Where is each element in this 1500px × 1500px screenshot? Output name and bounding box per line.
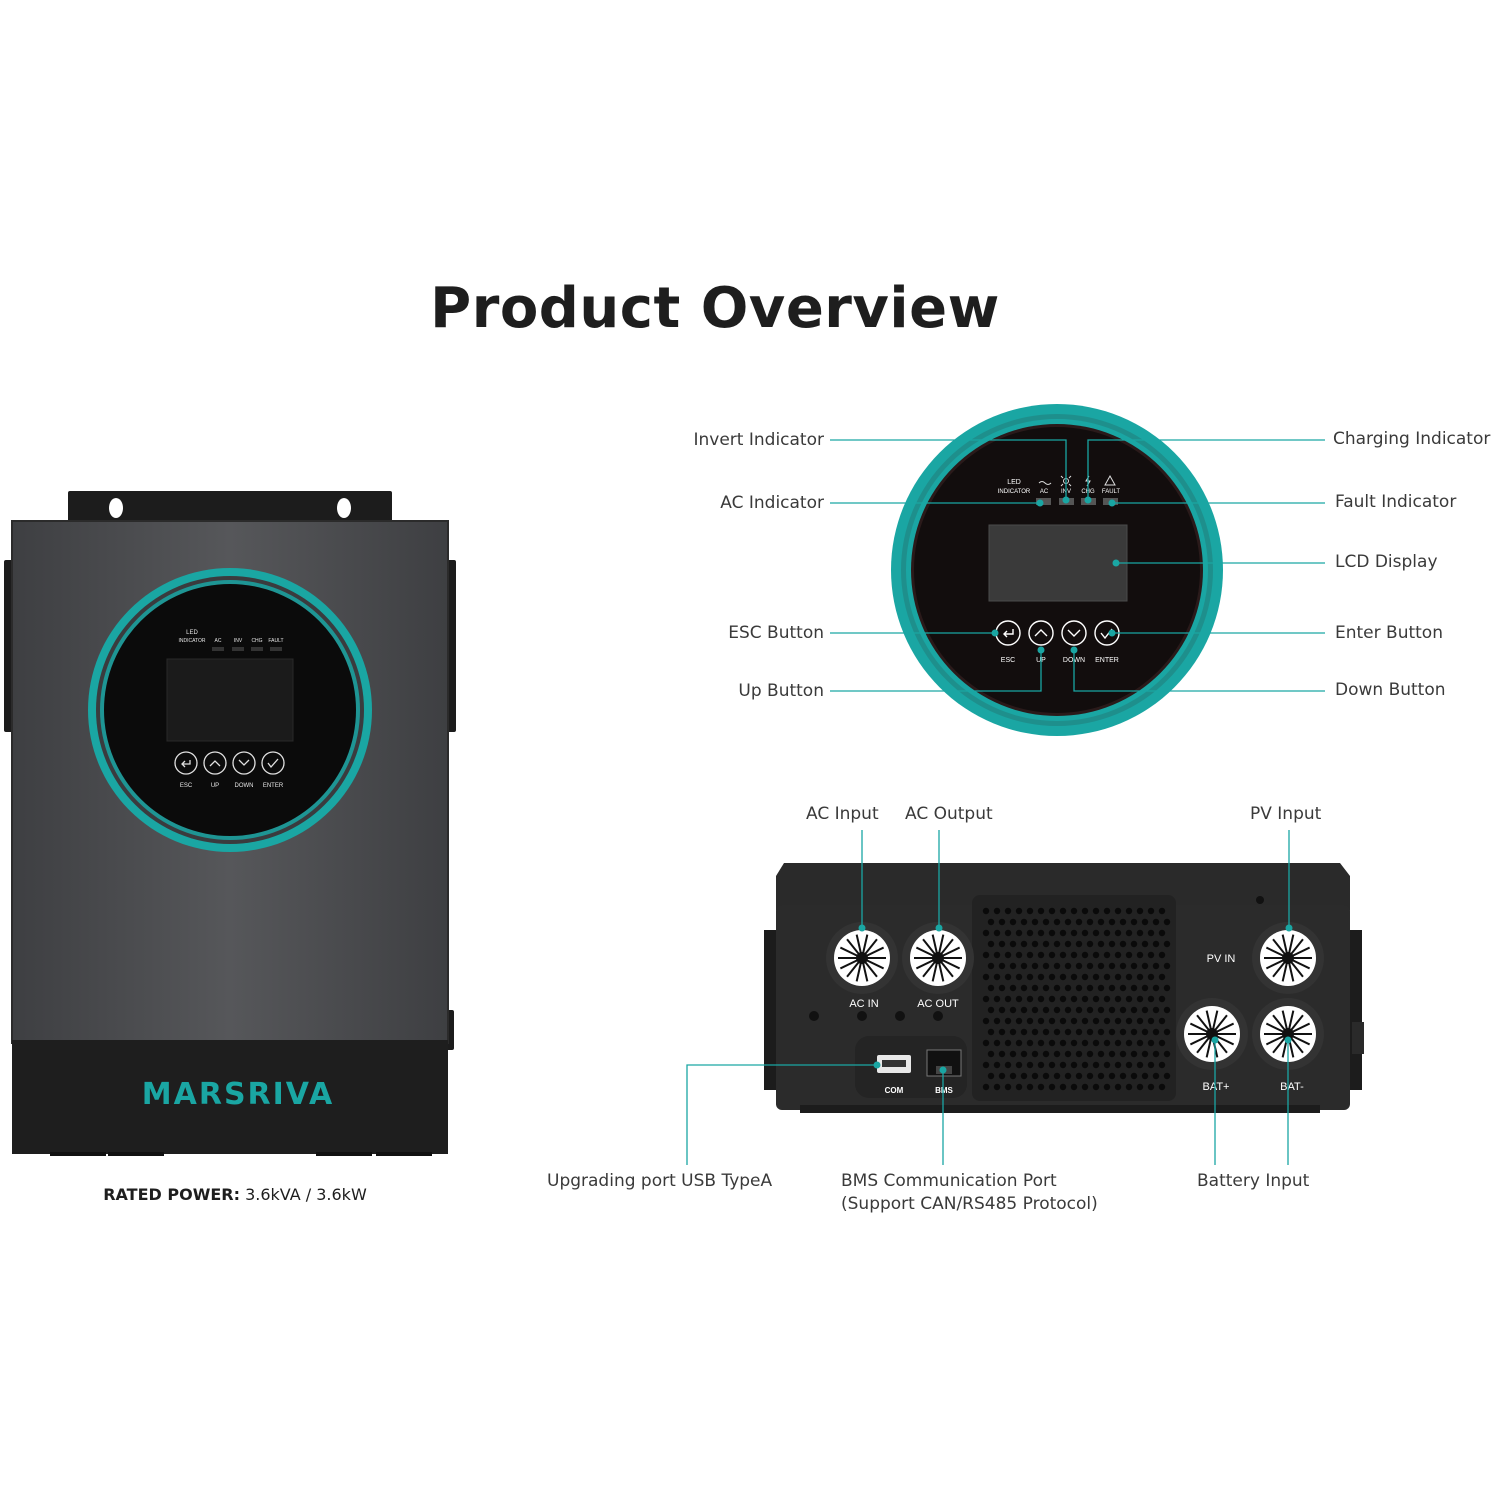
callout-enter-button: Enter Button bbox=[1335, 623, 1443, 643]
callout-lcd-display: LCD Display bbox=[1335, 552, 1438, 572]
panel-closeup: LED INDICATOR AC INV CHG FAULT ESC UP DO… bbox=[830, 404, 1325, 736]
callout-up-button: Up Button bbox=[738, 681, 824, 701]
svg-text:AC: AC bbox=[1040, 489, 1049, 495]
svg-text:BMS: BMS bbox=[935, 1086, 953, 1095]
front-buttons bbox=[174, 751, 285, 775]
mounting-bracket bbox=[68, 491, 392, 525]
front-led-chg: CHG bbox=[251, 638, 262, 644]
closeup-lcd bbox=[988, 524, 1128, 602]
front-led-label-1: LED bbox=[186, 630, 198, 636]
rated-power: RATED POWER: 3.6kVA / 3.6kW bbox=[0, 1185, 470, 1204]
callout-battery-input: Battery Input bbox=[1197, 1171, 1310, 1191]
bottom-panel bbox=[12, 1040, 448, 1154]
closeup-up-button bbox=[1028, 620, 1054, 646]
svg-text:ENTER: ENTER bbox=[1095, 657, 1119, 664]
svg-text:UP: UP bbox=[211, 783, 219, 789]
closeup-down-button bbox=[1061, 620, 1087, 646]
front-lcd bbox=[166, 658, 294, 742]
callout-esc-button: ESC Button bbox=[728, 623, 824, 643]
closeup-leader-lines bbox=[830, 439, 1325, 692]
pv-in-label: PV IN bbox=[1207, 953, 1236, 965]
callout-charging-indicator: Charging Indicator bbox=[1333, 429, 1491, 449]
brand-logo: MARSRIVA bbox=[142, 1077, 334, 1112]
ac-out-label: AC OUT bbox=[917, 998, 959, 1010]
front-led-ac: AC bbox=[215, 638, 222, 644]
closeup-leader-dots bbox=[991, 496, 1120, 654]
pv-in-terminal bbox=[1252, 922, 1324, 994]
ac-led bbox=[1036, 498, 1051, 505]
ac-in-label: AC IN bbox=[849, 998, 878, 1010]
bottom-ports-view: AC IN AC OUT PV IN BAT+ BAT- COM BMS bbox=[686, 830, 1364, 1165]
ports-leader-lines bbox=[686, 830, 1290, 1165]
callout-invert-indicator: Invert Indicator bbox=[693, 430, 825, 450]
front-led-label-2: INDICATOR bbox=[178, 638, 205, 644]
svg-text:ENTER: ENTER bbox=[263, 783, 284, 789]
front-enter-button bbox=[261, 751, 285, 775]
svg-text:COM: COM bbox=[885, 1086, 904, 1095]
svg-text:FAULT: FAULT bbox=[1102, 489, 1121, 495]
chevron-down-icon bbox=[1067, 629, 1081, 637]
callout-bms-port-2: (Support CAN/RS485 Protocol) bbox=[841, 1194, 1098, 1214]
front-up-button bbox=[203, 751, 227, 775]
bat-minus-terminal bbox=[1252, 998, 1324, 1070]
callout-fault-indicator: Fault Indicator bbox=[1335, 492, 1457, 512]
ac-out-terminal bbox=[902, 922, 974, 994]
svg-text:DOWN: DOWN bbox=[235, 783, 254, 789]
terminals bbox=[826, 922, 1324, 1070]
inverter-front-view: LED INDICATOR AC INV CHG FAULT ESC UP DO… bbox=[4, 491, 456, 1156]
callout-ac-output: AC Output bbox=[905, 804, 993, 824]
fault-warning-icon bbox=[1104, 474, 1116, 486]
unit-top-rim bbox=[776, 863, 1350, 910]
callout-pv-input: PV Input bbox=[1250, 804, 1322, 824]
bat-minus-label: BAT- bbox=[1280, 1081, 1304, 1093]
ac-wave-icon bbox=[1038, 481, 1052, 485]
bat-plus-terminal bbox=[1176, 998, 1248, 1070]
front-down-button bbox=[232, 751, 256, 775]
callout-ac-input: AC Input bbox=[806, 804, 879, 824]
ac-in-terminal bbox=[826, 922, 898, 994]
page-title: Product Overview bbox=[430, 276, 1000, 341]
vent-grid bbox=[982, 907, 1171, 1091]
front-led-inv: INV bbox=[234, 638, 243, 644]
callout-ac-indicator: AC Indicator bbox=[720, 493, 824, 513]
callout-usb-port: Upgrading port USB TypeA bbox=[547, 1171, 773, 1191]
bat-plus-label: BAT+ bbox=[1202, 1081, 1229, 1093]
svg-text:ESC: ESC bbox=[1001, 657, 1015, 664]
callout-bms-port-1: BMS Communication Port bbox=[841, 1171, 1057, 1191]
front-esc-button bbox=[174, 751, 198, 775]
svg-text:INDICATOR: INDICATOR bbox=[998, 489, 1031, 495]
chevron-up-icon bbox=[1034, 629, 1048, 637]
return-icon bbox=[1003, 629, 1014, 638]
svg-text:LED: LED bbox=[1007, 479, 1021, 486]
front-led-fault: FAULT bbox=[268, 638, 283, 644]
svg-text:ESC: ESC bbox=[180, 783, 193, 789]
mount-hole-left bbox=[109, 498, 123, 518]
ports-leader-dots bbox=[858, 924, 1293, 1074]
mount-hole-right bbox=[337, 498, 351, 518]
callout-down-button: Down Button bbox=[1335, 680, 1446, 700]
rated-power-label: RATED POWER: bbox=[103, 1185, 240, 1204]
rated-power-value: 3.6kVA / 3.6kW bbox=[245, 1185, 367, 1204]
